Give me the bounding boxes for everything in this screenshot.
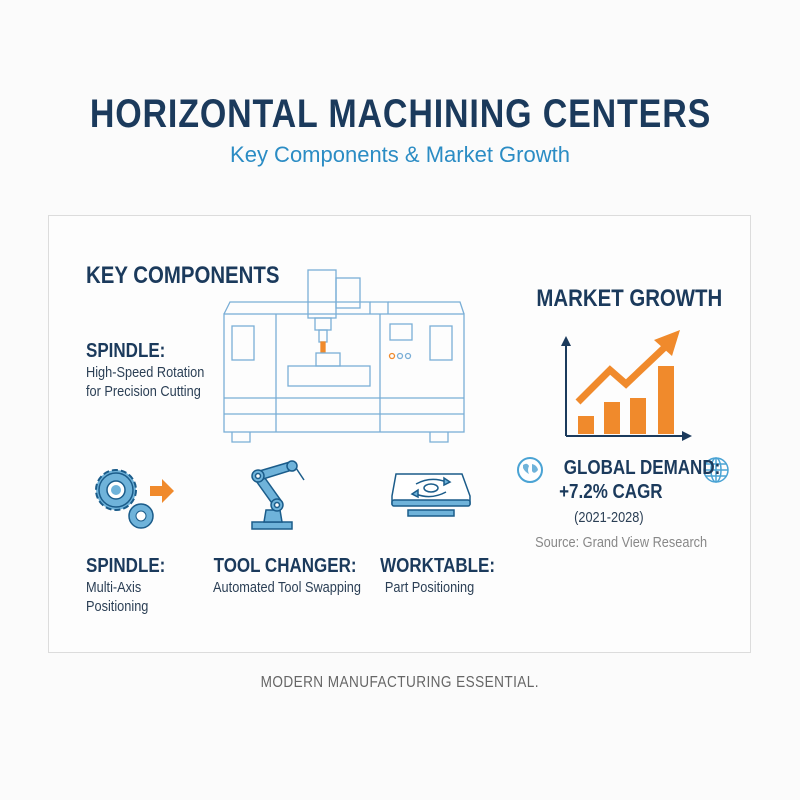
component-spindle-axis: SPINDLE: Multi-Axis Positioning bbox=[86, 555, 166, 615]
rotary-table-icon bbox=[391, 473, 471, 517]
cagr-period: (2021-2028) bbox=[574, 509, 644, 526]
global-demand-label: GLOBAL DEMAND: bbox=[563, 457, 721, 479]
key-components-heading: KEY COMPONENTS bbox=[86, 262, 280, 289]
market-growth-heading: MARKET GROWTH bbox=[536, 285, 723, 312]
page-subtitle: Key Components & Market Growth bbox=[230, 142, 570, 167]
machining-center-illustration bbox=[223, 269, 465, 443]
spindle-main-label: SPINDLE: High-Speed Rotation for Precisi… bbox=[86, 340, 205, 400]
component-worktable: WORKTABLE: Part Positioning bbox=[380, 555, 496, 596]
source-note: Source: Grand View Research bbox=[535, 534, 708, 551]
globe-grid-icon bbox=[703, 457, 729, 483]
page-title: HORIZONTAL MACHINING CENTERS bbox=[89, 92, 711, 136]
globe-map-icon bbox=[517, 457, 543, 483]
component-tool-changer: TOOL CHANGER: Automated Tool Swapping bbox=[213, 555, 361, 596]
robot-arm-icon bbox=[251, 460, 305, 530]
bar-4 bbox=[658, 366, 674, 434]
footer-tagline: MODERN MANUFACTURING ESSENTIAL. bbox=[260, 674, 540, 691]
bar-2 bbox=[604, 402, 620, 434]
bar-3 bbox=[630, 398, 646, 434]
gears-arrow-icon bbox=[95, 469, 174, 529]
growth-bar-chart-arrow-icon bbox=[561, 330, 692, 441]
cagr-value: +7.2% CAGR bbox=[559, 481, 663, 503]
bar-1 bbox=[578, 416, 594, 434]
